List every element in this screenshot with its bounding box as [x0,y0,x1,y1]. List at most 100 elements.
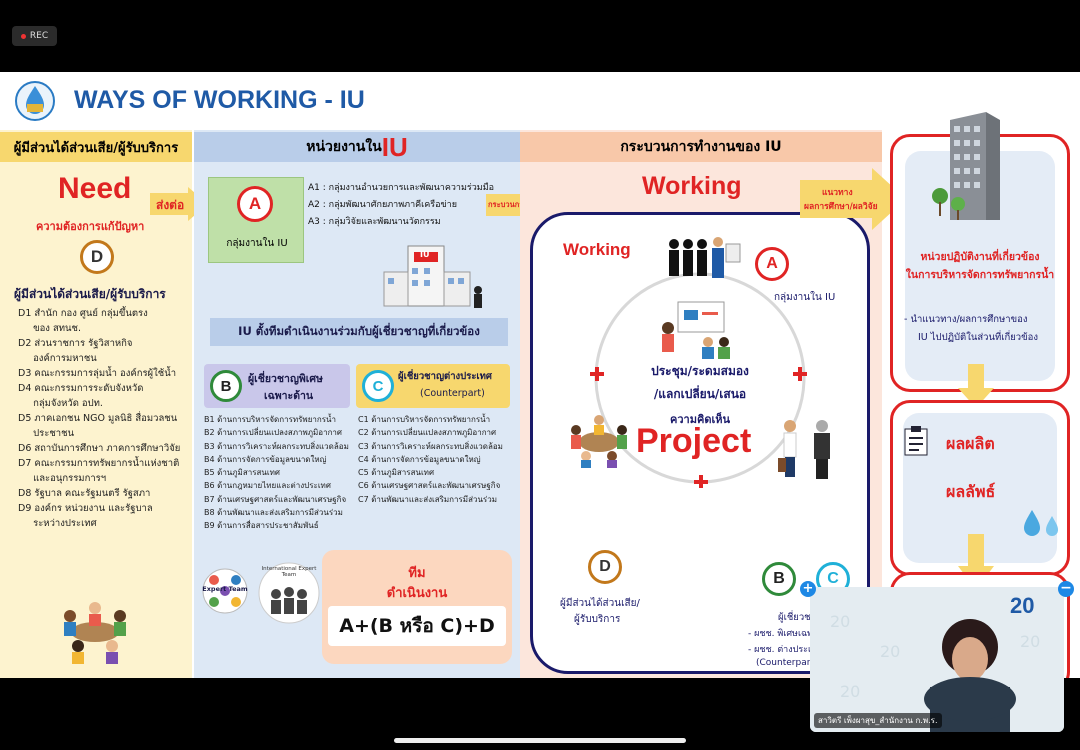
presentation-slide: WAYS OF WORKING - IU ผู้มีส่วนได้ส่วนเสี… [0,72,1080,678]
presentation-icon [658,298,742,360]
bc-line-1: - ผชช. พิเศษเฉพาะด้าน [748,629,841,639]
guideline-arrow-label-2: ผลการศึกษา/ผลวิจัย [804,202,878,212]
group-box-a: A กลุ่มงานใน IU [208,177,304,263]
checklist-icon [904,426,928,456]
expert-team-icon: Expert Team [200,566,250,616]
expert-b-item: B2 ด้านการเปลี่ยนแปลงสภาพภูมิอากาศ [204,428,343,438]
team-title-2: ดำเนินงาน [386,586,448,601]
group-a-item: A3 : กลุ่มวิจัยและพัฒนานวัตกรรม [308,217,441,227]
stakeholder-item: องค์การมหาชน [18,353,97,364]
down-arrow-1 [958,364,994,408]
minimize-video-button[interactable]: − [1058,581,1074,597]
agency-label-2: ในการบริหารจัดการทรัพยากรน้ำ [905,269,1055,281]
center-line-3: ความคิดเห็น [670,413,730,426]
tower-icon [930,112,1010,224]
outcome-label: ผลลัพธ์ [946,482,996,501]
expert-c-item: C4 ด้านการจัดการข้อมูลขนาดใหญ่ [358,454,481,464]
svg-text:20: 20 [830,612,850,631]
stakeholder-item: D1 สำนัก กอง ศูนย์ กลุ่มขึ้นตรง [18,308,148,319]
process-d-label-2: ผู้รับบริการ [574,614,621,625]
expert-b-list: B1 ด้านการบริหารจัดการทรัพยากรน้ำ B2 ด้าน… [204,413,354,533]
center-line-1: ประชุม/ระดมสมอง [651,364,749,378]
stakeholder-item: กลุ่มจังหวัด อปท. [18,398,103,409]
home-indicator[interactable] [394,738,686,743]
recording-indicator: REC [12,26,57,46]
need-subtitle: ความต้องการแก้ปัญหา [36,220,145,233]
bc-line-3: (Counterpart) [756,658,818,668]
building-label: IU [420,250,430,259]
expert-c-item: C1 ด้านการบริหารจัดการทรัพยากรน้ำ [358,415,491,424]
units-header: หน่วยงานใน IU [194,132,520,162]
stakeholders-column [0,130,192,678]
intl-team-label: International Expert Team [261,566,317,578]
water-drops-icon [1018,506,1064,540]
b-title-2: เฉพาะด้าน [264,390,314,402]
apply-line-1: - นำแนวทาง/ผลการศึกษาของ [904,314,1028,325]
iu-building-icon: IU [378,242,488,310]
group-a-list: A1 : กลุ่มงานอำนวยการและพัฒนาความร่วมมือ… [308,180,522,231]
forward-arrow: ส่งต่อ [150,187,208,221]
expert-c-box: C ผู้เชี่ยวชาญต่างประเทศ (Counterpart) [356,364,510,408]
c-title-1: ผู้เชี่ยวชาญต่างประเทศ [398,371,492,382]
process-badge-b: B [762,562,796,596]
recording-label: REC [29,31,49,41]
bc-line-2: - ผชช. ต่างประเทศ [748,645,823,655]
stakeholder-item: D7 คณะกรรมการทรัพยากรน้ำแห่งชาติ [18,458,180,469]
expert-b-item: B4 ด้านการจัดการข้อมูลขนาดใหญ่ [204,454,327,464]
badge-b: B [210,370,242,402]
process-title: Working [642,172,742,200]
agency-logo [12,80,58,122]
svg-text:20: 20 [1020,632,1040,651]
group-label: กลุ่มงานใน IU [226,238,288,249]
team-header: IU ตั้งทีมดำเนินงานร่วมกับผู้เชี่ยวชาญที… [210,318,508,346]
center-line-2: /แลกเปลี่ยน/เสนอ [653,387,747,401]
stakeholder-item: D4 คณะกรรมการระดับจังหวัด [18,383,144,394]
badge-d: D [80,240,114,274]
travelers-icon [776,418,840,480]
c-title-2: (Counterpart) [420,388,485,399]
need-title: Need [58,172,132,205]
group-a-item: A2 : กลุ่มพัฒนาศักยภาพภาคีเครือข่าย [308,200,457,210]
stakeholder-item: D5 ภาคเอกชน NGO มูลนิธิ สื่อมวลชน [18,413,178,424]
stakeholder-item: D3 คณะกรรมการลุ่มน้ำ องค์กรผู้ใช้น้ำ [18,368,177,379]
forward-arrow-label: ส่งต่อ [156,198,185,212]
stakeholder-item: ประชาชน [18,428,75,439]
expert-b-item: B9 ด้านการสื่อสารประชาสัมพันธ์ [204,521,319,531]
svg-text:20: 20 [880,642,900,661]
project-label: Project [636,422,752,460]
stakeholder-item: ระหว่างประเทศ [18,518,97,529]
expert-b-box: B ผู้เชี่ยวชาญพิเศษ เฉพาะด้าน [204,364,350,408]
guideline-arrow-label-1: แนวทาง [822,188,853,198]
expert-c-item: C7 ด้านพัฒนาและส่งเสริมการมีส่วนร่วม [358,494,497,504]
expert-b-item: B7 ด้านเศรษฐศาสตร์และพัฒนาเศรษฐกิจ [204,494,347,504]
stakeholder-item: D9 องค์กร หน่วยงาน และรัฐบาล [18,503,153,514]
process-header: กระบวนการทำงานของ IU [520,132,882,162]
stakeholders-header: ผู้มีส่วนได้ส่วนเสีย/ผู้รับบริการ [0,132,192,162]
expert-b-item: B3 ด้านการวิเคราะห์ผลกระทบสิ่งแวดล้อม [204,441,349,451]
expert-b-item: B6 ด้านกฎหมายไทยและต่างประเทศ [204,481,331,491]
expert-c-item: C6 ด้านเศรษฐศาสตร์และพัฒนาเศรษฐกิจ [358,481,501,491]
meeting-people-icon [50,594,140,664]
bc-title: ผู้เชี่ยวชาญ [778,612,825,623]
expert-c-item: C5 ด้านภูมิสารสนเทศ [358,468,435,478]
participant-name: สาวิตรี เพ็งผาสุข_สำนักงาน ก.พ.ร. [814,713,942,728]
stakeholder-item: D2 ส่วนราชการ รัฐวิสาหกิจ [18,338,133,349]
add-participant-button[interactable]: + [800,581,816,597]
guideline-arrow: แนวทาง ผลการศึกษา/ผลวิจัย [800,168,906,230]
apply-line-2: IU ไปปฏิบัติในส่วนที่เกี่ยวข้อง [918,332,1038,343]
intl-team-icon: International Expert Team [256,560,322,626]
badge-a: A [237,186,273,222]
formula: A+(B หรือ C)+D [328,606,506,646]
stakeholder-item: D6 สถาบันการศึกษา ภาคการศึกษาวิจัย [18,443,181,454]
slide-title: WAYS OF WORKING - IU [74,86,365,114]
process-badge-d: D [588,550,622,584]
b-title-1: ผู้เชี่ยวชาญพิเศษ [248,373,323,385]
group-meeting-icon [566,410,632,468]
badge-c: C [362,370,394,402]
svg-text:20: 20 [840,682,860,701]
team-people-icon [664,234,744,284]
expert-c-item: C3 ด้านการวิเคราะห์ผลกระทบสิ่งแวดล้อม [358,441,503,451]
expert-b-item: B1 ด้านการบริหารจัดการทรัพยากรน้ำ [204,415,336,424]
